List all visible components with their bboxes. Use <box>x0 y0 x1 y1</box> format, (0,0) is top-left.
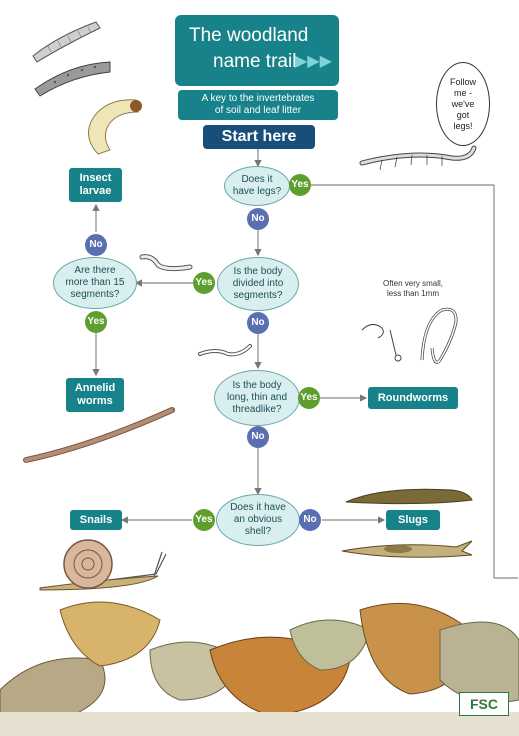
speech-line: we've <box>451 98 475 109</box>
larva-illustration-1 <box>32 21 101 63</box>
millipede-illustration <box>359 145 477 171</box>
threadworm-illustration <box>198 344 252 357</box>
title-box: The woodland name trail ▶▶▶ <box>175 15 339 86</box>
question-text: divided into <box>232 278 284 289</box>
question-text: more than 15 <box>65 277 125 288</box>
speech-line: got <box>456 109 470 120</box>
slug-illustration-2 <box>341 540 473 558</box>
question-text: threadlike? <box>232 404 282 415</box>
answer-snails: Snails <box>70 510 122 530</box>
subtitle-line-2: of soil and leaf litter <box>214 105 302 116</box>
leaf-litter-illustration <box>0 601 519 736</box>
answer-text: Insect <box>79 172 112 184</box>
question-text: Is the body <box>233 266 283 277</box>
subtitle-line-1: A key to the invertebrates <box>201 93 315 104</box>
yes-marker: Yes <box>298 387 320 409</box>
question-text: an obvious <box>233 514 283 525</box>
no-marker: No <box>247 426 269 448</box>
subtitle-box: A key to the invertebrates of soil and l… <box>178 90 338 120</box>
question-text: Are there <box>74 265 116 276</box>
title-line-1: The woodland <box>189 25 309 46</box>
yes-marker: Yes <box>193 272 215 294</box>
earthworm-small-illustration <box>139 254 193 272</box>
question-text: segments? <box>233 290 283 301</box>
no-marker: No <box>85 234 107 256</box>
answer-text: Annelid <box>74 382 116 394</box>
answer-text: larvae <box>79 185 112 197</box>
speech-line: me - <box>453 87 472 98</box>
question-text: Is the body <box>232 380 282 391</box>
speech-line: legs! <box>453 120 473 131</box>
question-text: have legs? <box>232 186 282 197</box>
note-line: Often very small, <box>382 279 443 288</box>
question-text: Does it have <box>230 502 286 513</box>
grub-illustration <box>88 99 142 155</box>
start-here-label: Start here <box>203 125 315 149</box>
no-marker: No <box>247 208 269 230</box>
earthworm-large-illustration <box>23 407 175 463</box>
note-line: less than 1mm <box>386 289 440 298</box>
larva-illustration-2 <box>34 61 111 97</box>
answer-slugs: Slugs <box>386 510 440 530</box>
no-marker: No <box>299 509 321 531</box>
yes-marker: Yes <box>289 174 311 196</box>
title-line-2: name trail <box>213 51 297 72</box>
arrows-icon: ▶▶▶ <box>295 51 332 70</box>
roundworm-magnified-illustration <box>361 307 458 364</box>
slug-illustration-1 <box>345 488 473 505</box>
question-text: Does it <box>241 174 273 185</box>
question-text: segments? <box>70 289 120 300</box>
question-text: shell? <box>244 526 272 537</box>
no-marker: No <box>247 312 269 334</box>
answer-roundworms: Roundworms <box>368 387 458 409</box>
answer-text: worms <box>77 395 113 407</box>
snail-illustration <box>39 539 167 591</box>
roundworm-size-note: Often very small, less than 1mm <box>368 279 458 299</box>
speech-bubble: Follow me - we've got legs! <box>436 62 490 146</box>
fsc-logo: FSC <box>459 692 509 716</box>
yes-marker: Yes <box>85 311 107 333</box>
question-text: long, thin and <box>226 392 288 403</box>
yes-marker: Yes <box>193 509 215 531</box>
speech-line: Follow <box>449 76 476 87</box>
